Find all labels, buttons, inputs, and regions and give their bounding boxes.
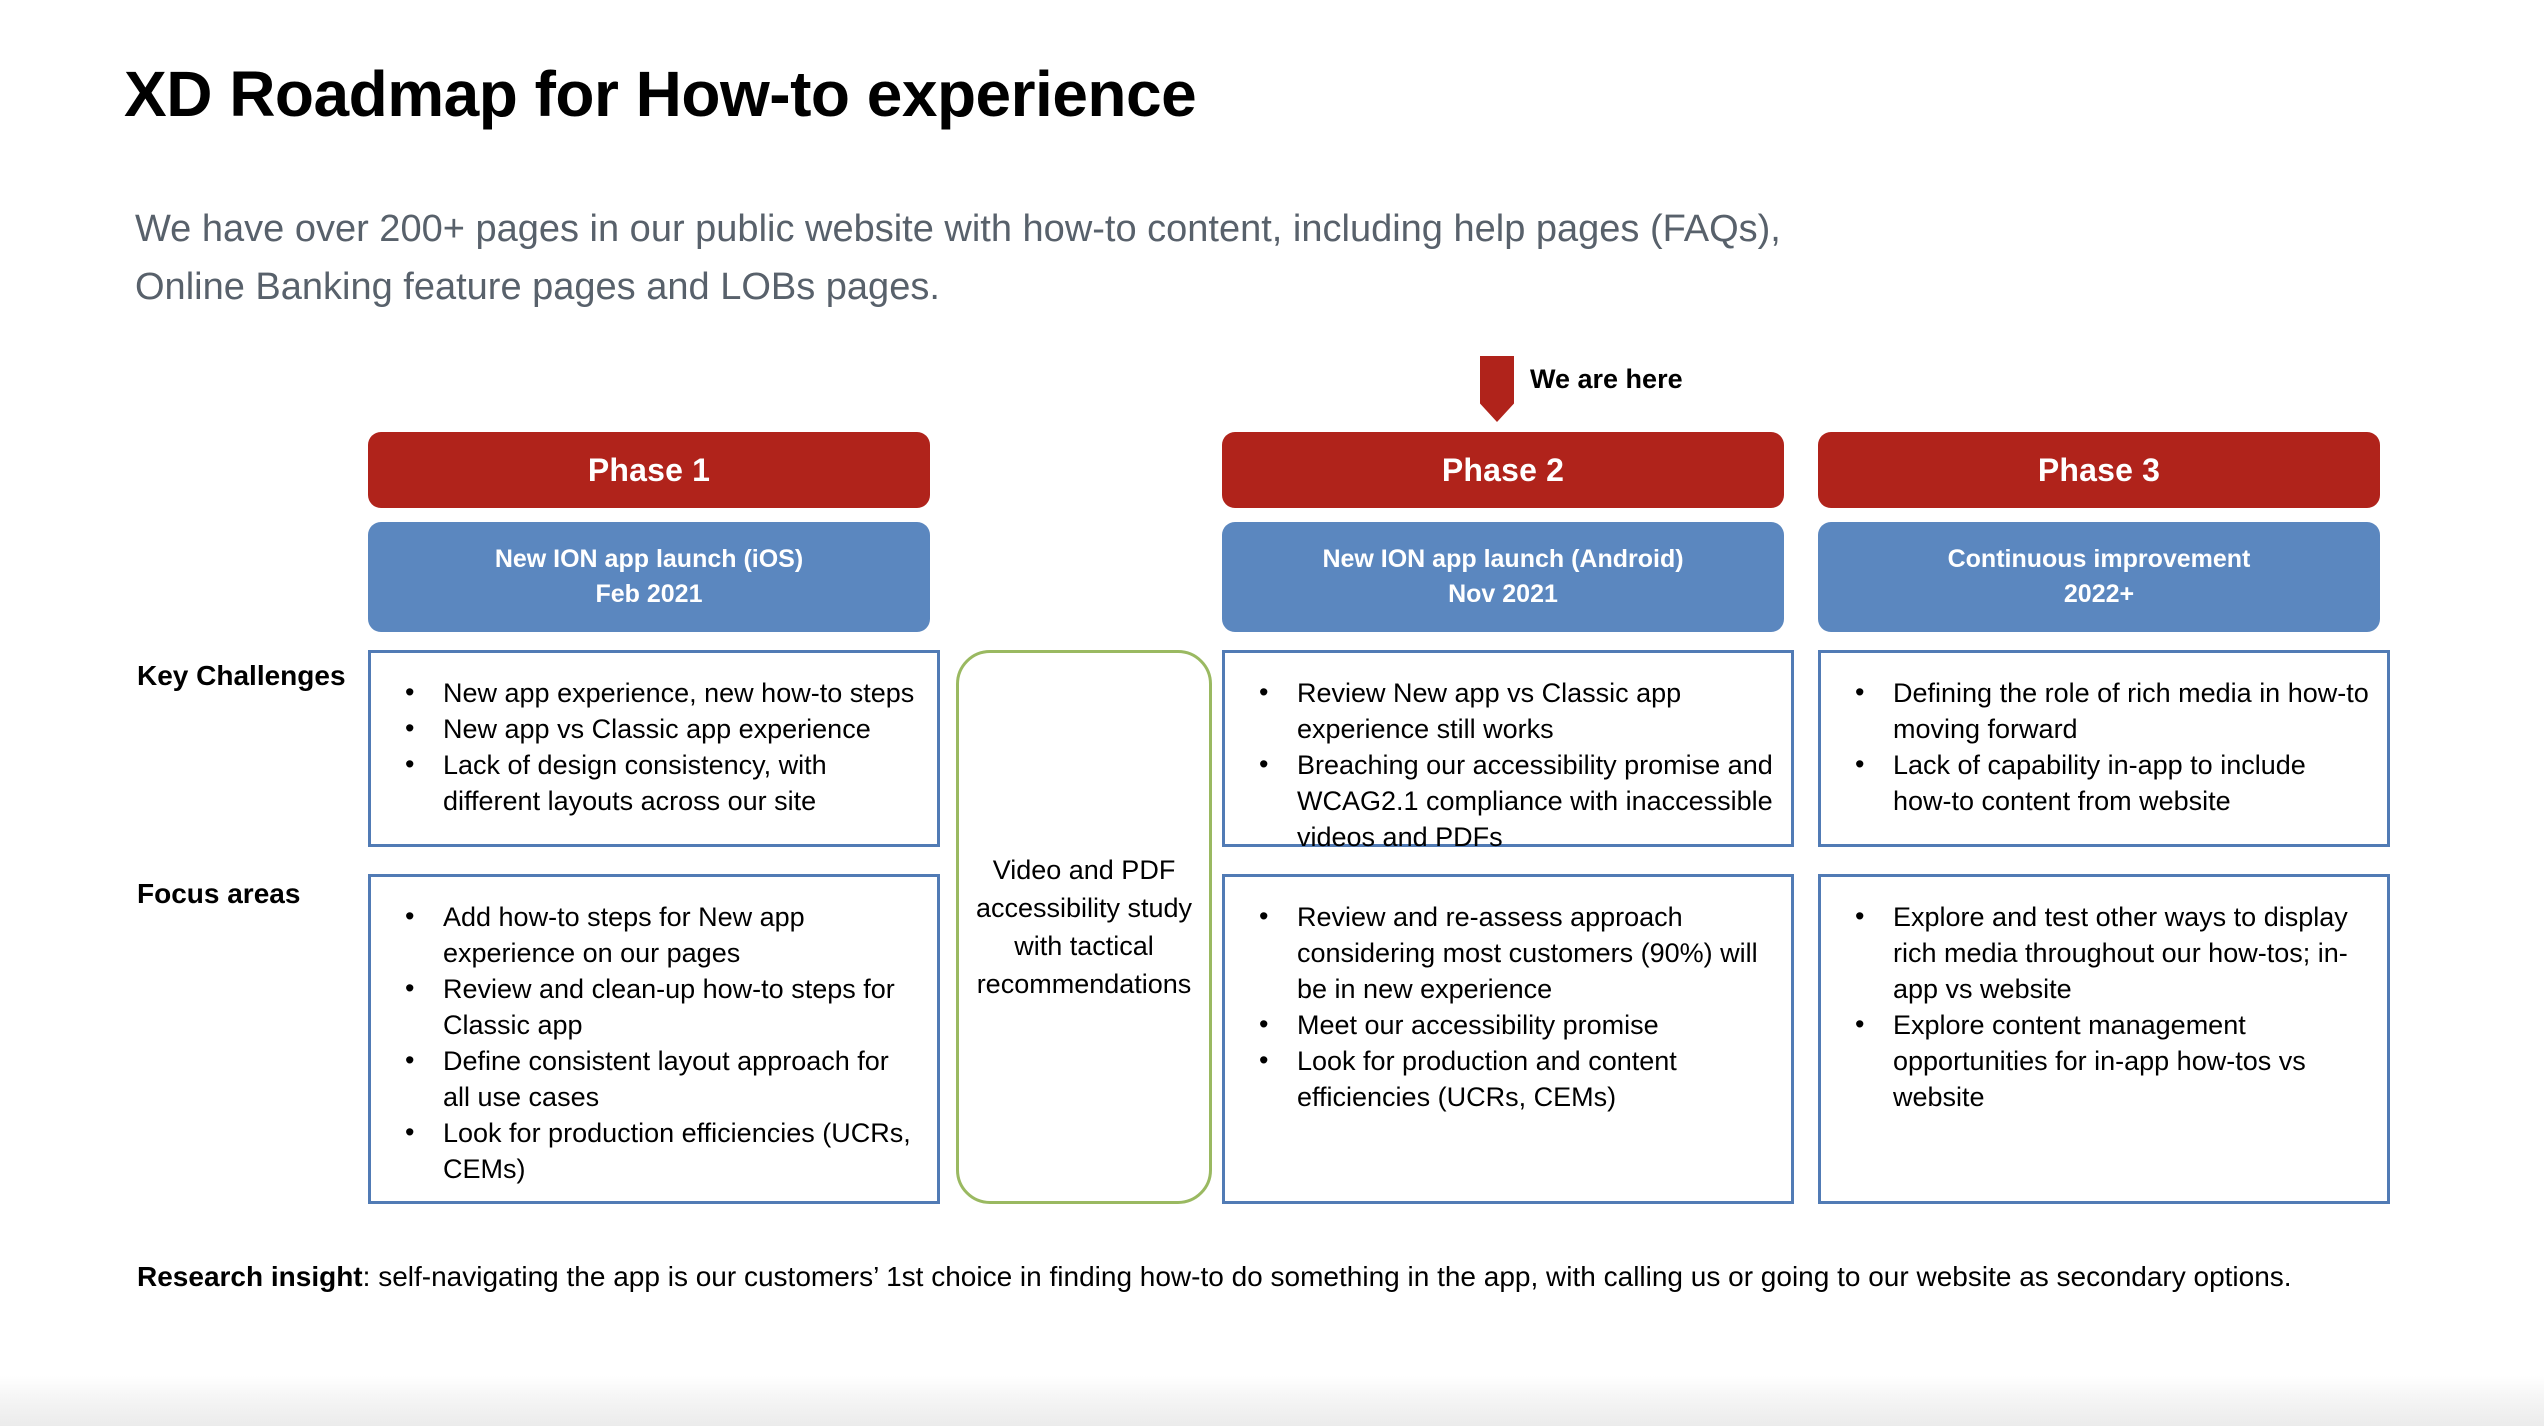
focus-areas-list-1: Add how-to steps for New app experience … xyxy=(385,898,919,1187)
phase-column-2: Phase 2 New ION app launch (Android) Nov… xyxy=(1222,432,1784,632)
list-item: New app vs Classic app experience xyxy=(385,710,919,747)
list-item: Review and re-assess approach considerin… xyxy=(1239,898,1773,1007)
accessibility-study-text: Video and PDF accessibility study with t… xyxy=(975,855,1193,999)
row-label-key-challenges: Key Challenges xyxy=(137,660,346,691)
phase-column-3: Phase 3 Continuous improvement 2022+ xyxy=(1818,432,2380,632)
page-title: XD Roadmap for How-to experience xyxy=(124,58,1197,130)
focus-areas-box-phase-3: Explore and test other ways to display r… xyxy=(1818,874,2390,1204)
list-item: Meet our accessibility promise xyxy=(1239,1006,1773,1043)
phase-milestone-2: New ION app launch (Android) Nov 2021 xyxy=(1222,522,1784,632)
list-item: Explore and test other ways to display r… xyxy=(1835,898,2369,1007)
row-label-focus-areas: Focus areas xyxy=(137,878,301,909)
phase-milestone-3-line2: 2022+ xyxy=(2063,580,2135,608)
we-are-here-label: We are here xyxy=(1530,364,1683,394)
list-item: Breaching our accessibility promise and … xyxy=(1239,746,1773,855)
key-challenges-box-phase-1: New app experience, new how-to stepsNew … xyxy=(368,650,940,847)
phase-header-2[interactable]: Phase 2 xyxy=(1222,432,1784,508)
phase-header-1[interactable]: Phase 1 xyxy=(368,432,930,508)
we-are-here-marker: We are here xyxy=(1480,356,1683,422)
research-insight: Research insight: self-navigating the ap… xyxy=(137,1258,2437,1296)
focus-areas-list-2: Review and re-assess approach considerin… xyxy=(1239,898,1773,1115)
key-challenges-box-phase-3: Defining the role of rich media in how-t… xyxy=(1818,650,2390,847)
list-item: Add how-to steps for New app experience … xyxy=(385,898,919,971)
key-challenges-list-2: Review New app vs Classic app experience… xyxy=(1239,674,1773,855)
list-item: Explore content management opportunities… xyxy=(1835,1006,2369,1115)
phase-milestone-1-line2: Feb 2021 xyxy=(595,580,703,608)
key-challenges-box-phase-2: Review New app vs Classic app experience… xyxy=(1222,650,1794,852)
accessibility-study-box: Video and PDF accessibility study with t… xyxy=(956,650,1212,1204)
phase-column-1: Phase 1 New ION app launch (iOS) Feb 202… xyxy=(368,432,930,632)
phase-milestone-3: Continuous improvement 2022+ xyxy=(1818,522,2380,632)
phase-milestone-1-line1: New ION app launch (iOS) xyxy=(494,545,804,573)
phase-milestone-2-line2: Nov 2021 xyxy=(1448,580,1558,608)
phase-milestone-3-line1: Continuous improvement xyxy=(1947,545,2251,573)
list-item: Review and clean-up how-to steps for Cla… xyxy=(385,970,919,1043)
phase-header-3[interactable]: Phase 3 xyxy=(1818,432,2380,508)
list-item: Lack of capability in-app to include how… xyxy=(1835,746,2369,819)
list-item: Look for production and content efficien… xyxy=(1239,1042,1773,1115)
list-item: Look for production efficiencies (UCRs, … xyxy=(385,1114,919,1187)
list-item: New app experience, new how-to steps xyxy=(385,674,919,711)
bottom-gradient-strip xyxy=(0,1376,2544,1426)
phase-milestone-2-line1: New ION app launch (Android) xyxy=(1322,545,1684,573)
focus-areas-box-phase-2: Review and re-assess approach considerin… xyxy=(1222,874,1794,1204)
focus-areas-box-phase-1: Add how-to steps for New app experience … xyxy=(368,874,940,1204)
focus-areas-list-3: Explore and test other ways to display r… xyxy=(1835,898,2369,1115)
list-item: Defining the role of rich media in how-t… xyxy=(1835,674,2369,747)
key-challenges-list-1: New app experience, new how-to stepsNew … xyxy=(385,674,919,819)
list-item: Lack of design consistency, with differe… xyxy=(385,746,919,819)
key-challenges-list-3: Defining the role of rich media in how-t… xyxy=(1835,674,2369,819)
pennant-arrow-icon xyxy=(1480,356,1514,422)
phase-milestone-1: New ION app launch (iOS) Feb 2021 xyxy=(368,522,930,632)
list-item: Define consistent layout approach for al… xyxy=(385,1042,919,1115)
list-item: Review New app vs Classic app experience… xyxy=(1239,674,1773,747)
page-subtitle: We have over 200+ pages in our public we… xyxy=(135,208,1781,308)
research-insight-body: : self-navigating the app is our custome… xyxy=(362,1261,2292,1292)
research-insight-label: Research insight xyxy=(137,1261,363,1292)
